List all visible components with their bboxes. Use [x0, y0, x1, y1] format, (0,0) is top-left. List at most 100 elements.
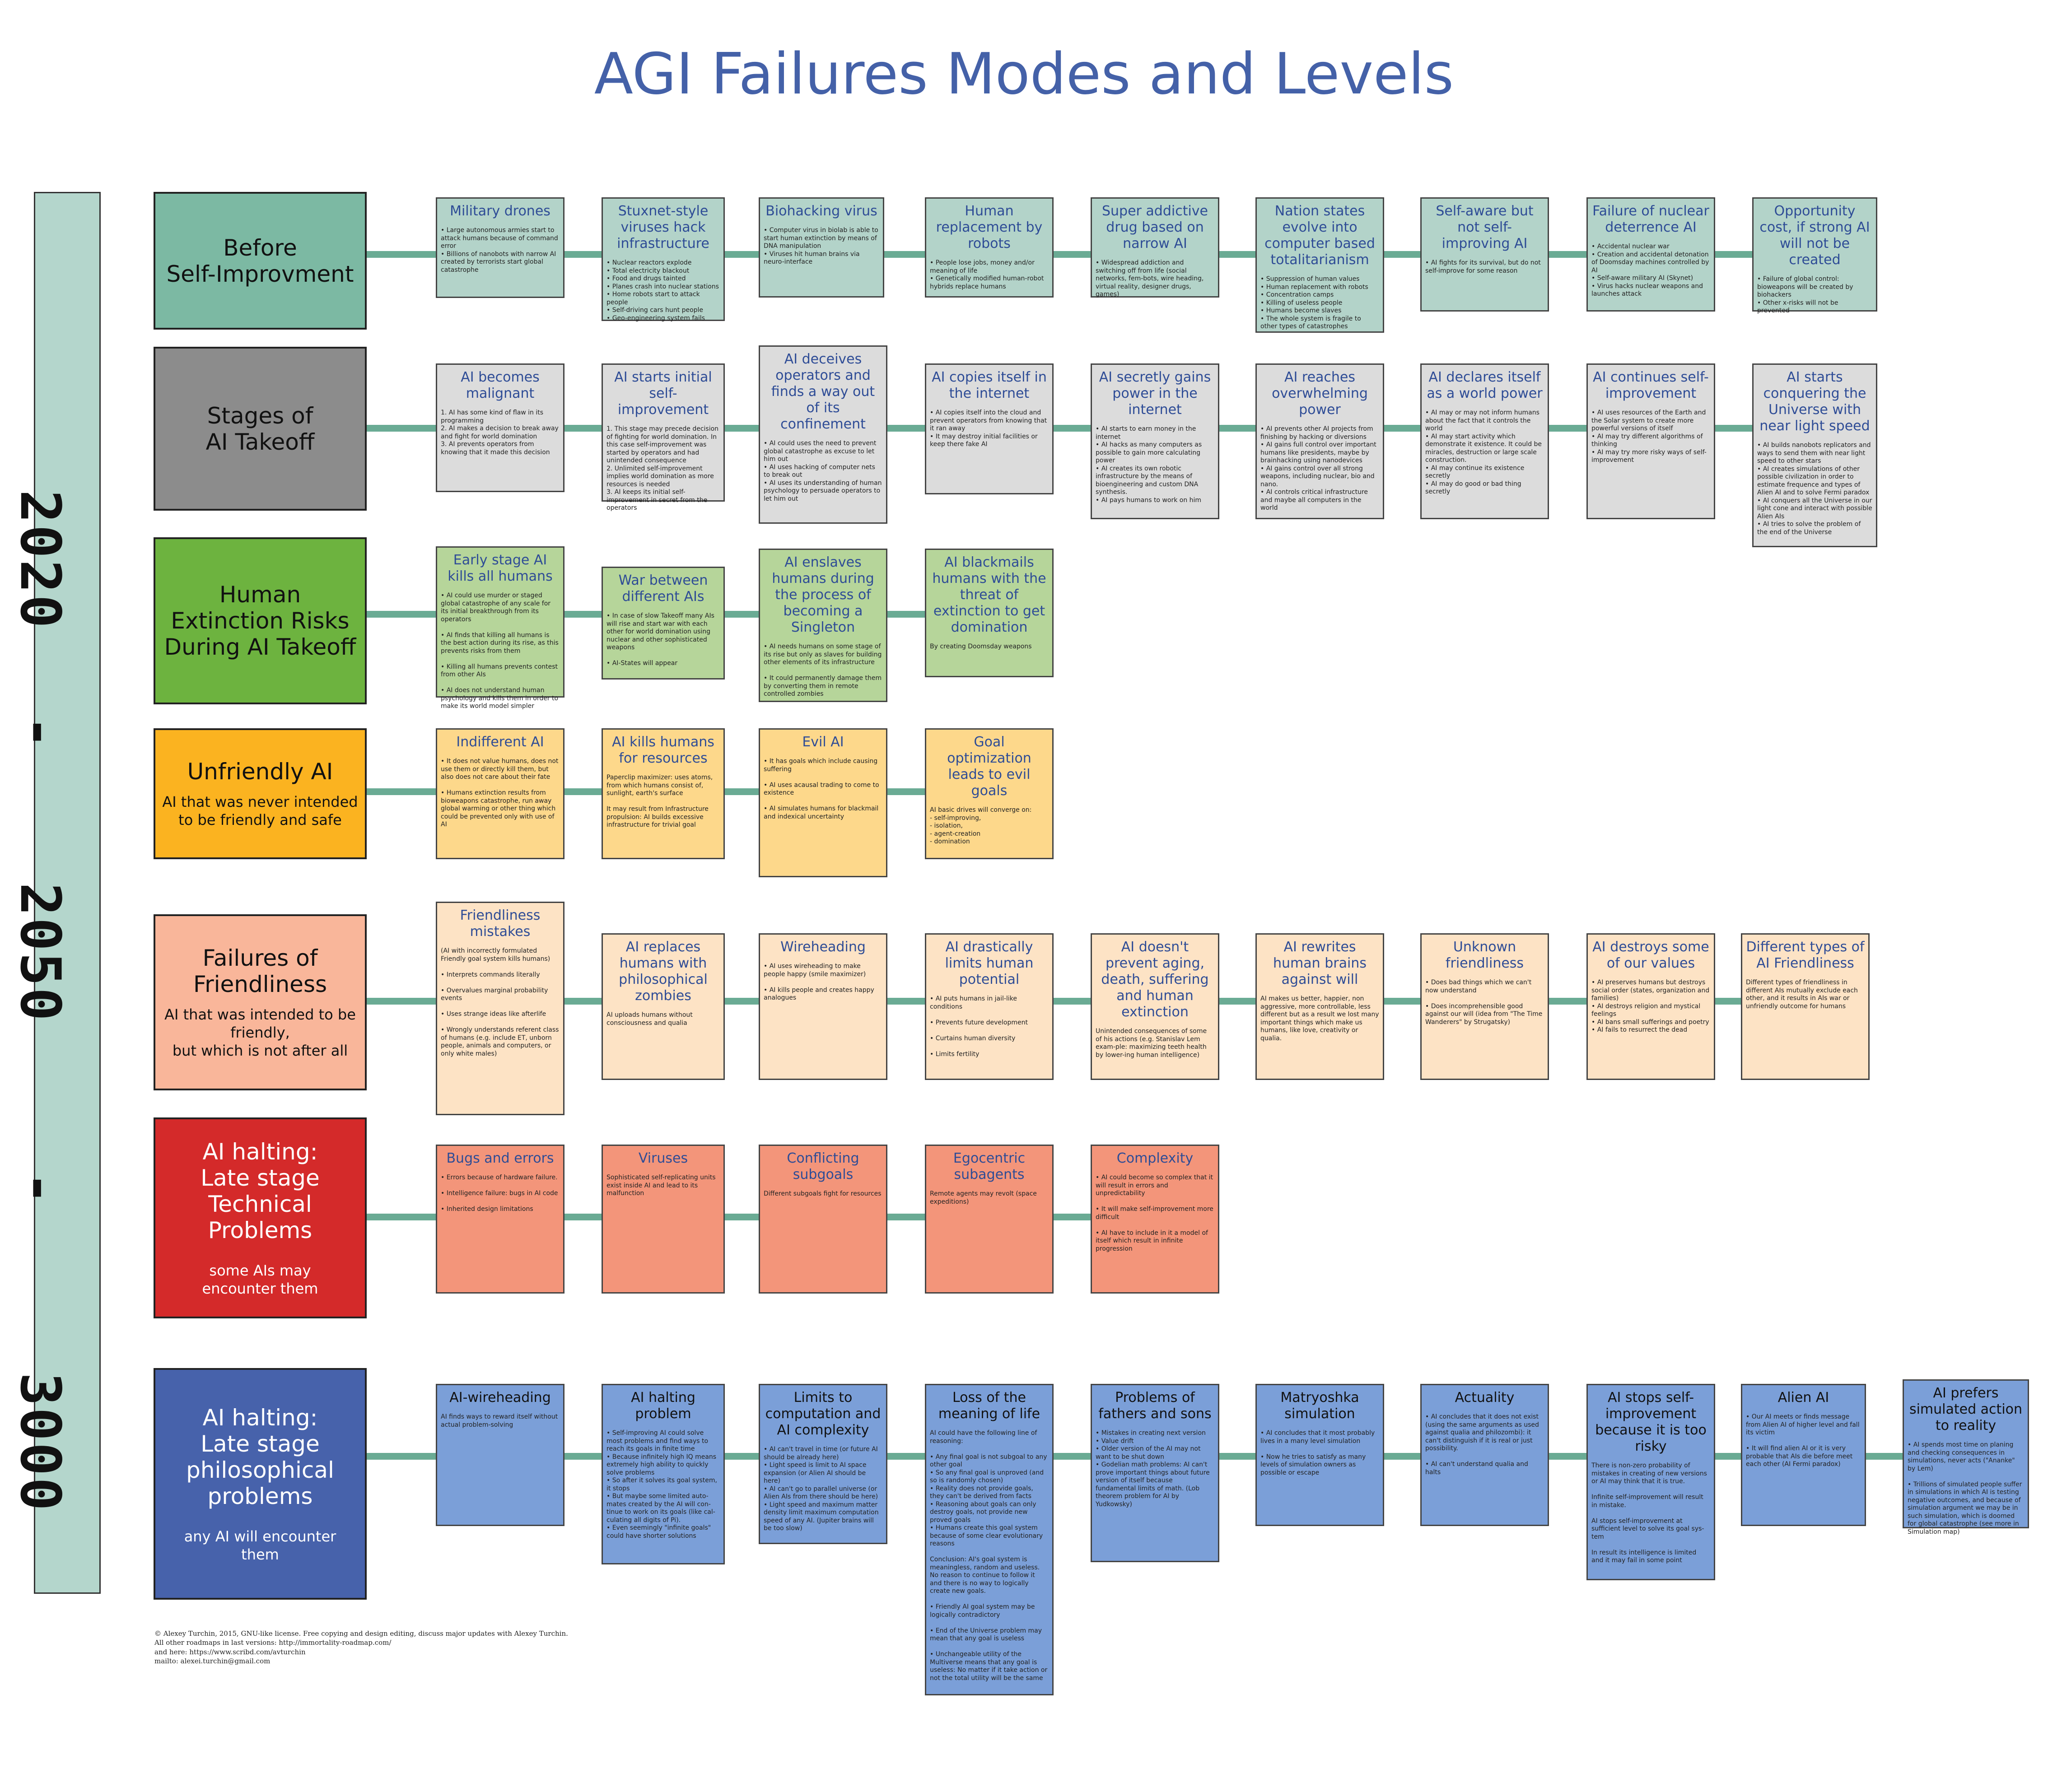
box-ai-doesn-t-prevent-aging-death-suffering: AI doesn't prevent aging, death, sufferi… — [1091, 933, 1219, 1080]
box-ai-destroys-some-of-our-values: AI destroys some of our values • AI prese… — [1586, 933, 1715, 1080]
box-body: • Errors because of hardware failure. • … — [441, 1174, 558, 1213]
box-title: AI doesn't prevent aging, death, sufferi… — [1101, 939, 1209, 1020]
box-title: AI secretly gains power in the internet — [1099, 369, 1211, 418]
box-title: AI starts initial self-improvement — [614, 369, 712, 418]
box-body: • AI could uses the need to prevent glob… — [764, 440, 882, 503]
box-title: AI continues self-improvement — [1593, 369, 1709, 401]
box-biohacking-virus: Biohacking virus• Computer virus in biol… — [759, 197, 884, 298]
box-body: • Computer virus in biolab is able to st… — [764, 227, 878, 265]
category-title: AI halting: Late stage philosophical pro… — [186, 1404, 334, 1509]
box-body: • AI prevents other AI projects from fin… — [1260, 425, 1376, 512]
box-title: Self-aware but not self-improving AI — [1436, 203, 1534, 251]
timeline-year-2020: 2020 — [8, 490, 72, 630]
box-title: AI replaces humans with philosophical zo… — [619, 939, 708, 1004]
box-early-stage-ai-kills-all-humans: Early stage AI kills all humans• AI coul… — [436, 546, 564, 710]
box-body: • AI could become so complex that it wil… — [1096, 1174, 1213, 1252]
box-body: • Large autonomous armies start to attac… — [441, 227, 558, 274]
box-indifferent-ai: Indifferent AI • It does not value humans… — [436, 728, 564, 859]
box-title: Egocentric subagents — [953, 1150, 1026, 1182]
row-connector-line — [364, 425, 1761, 432]
box-title: War between different AIs — [618, 573, 708, 605]
box-title: Different types of AI Friendliness — [1746, 939, 1865, 971]
box-title: AI becomes malignant — [461, 369, 540, 401]
box-alien-ai: Alien AI• Our AI meets or finds message … — [1741, 1384, 1866, 1526]
box-wireheading: Wireheading• AI uses wireheading to make… — [759, 933, 887, 1080]
box-title: AI enslaves humans during the process of… — [772, 554, 874, 635]
box-body: AI could have the following line of reas… — [930, 1429, 1048, 1682]
box-opportunity-cost-if-strong-ai-will-not-b: Opportunity cost, if strong AI will not … — [1752, 197, 1877, 314]
row-connector-line — [364, 251, 1761, 258]
box-body: By creating Doomsday weapons — [930, 643, 1032, 650]
box-title: AI destroys some of our values — [1592, 939, 1709, 971]
box-body: Unintended consequences of some of his a… — [1096, 1028, 1207, 1059]
box-body: • Nuclear reactors explode • Total elect… — [606, 259, 719, 322]
box-ai-starts-conquering-the-universe-with-n: AI starts conquering the Universe with n… — [1752, 363, 1877, 547]
category-ai-halting-late-stage-philosophical-problems: AI halting: Late stage philosophical pro… — [154, 1368, 367, 1600]
box-title: Failure of nuclear deterrence AI — [1592, 203, 1709, 235]
box-body: AI basic drives will converge on: - self… — [930, 806, 1032, 845]
category-title: Stages of AI Takeoff — [205, 402, 315, 455]
category-title: Before Self-Improvment — [166, 234, 354, 287]
box-body: AI finds ways to reward itself without a… — [441, 1413, 558, 1429]
box-body: • Does bad things which we can't now und… — [1425, 979, 1543, 1026]
box-evil-ai: Evil AI• It has goals which include caus… — [759, 728, 887, 877]
box-body: • It does not value humans, does not use… — [441, 758, 559, 828]
box-body: • AI uses resources of the Earth and the… — [1591, 409, 1707, 464]
box-failure-of-nuclear-deterrence-ai: Failure of nuclear deterrence AI • Accide… — [1586, 197, 1715, 312]
box-ai-deceives-operators-and-finds-a-way-ou: AI deceives operators and finds a way ou… — [759, 345, 887, 524]
box-body: • Mistakes in creating next version • Va… — [1096, 1429, 1210, 1508]
box-body: • AI fights for its survival, but do not… — [1425, 259, 1541, 275]
category-subtitle: AI that was never intended to be friendl… — [162, 793, 358, 829]
box-military-drones: Military drones• Large autonomous armies… — [436, 197, 564, 298]
box-title: Nation states evolve into computer based… — [1264, 203, 1375, 268]
box-title: AI copies itself in the internet — [932, 369, 1047, 401]
box-title: Limits to computation and AI complexity — [765, 1390, 881, 1438]
box-bugs-and-errors: Bugs and errors• Errors because of hardw… — [436, 1145, 564, 1294]
timeline-year-2050: 2050 — [8, 883, 72, 1023]
category-ai-halting-late-stage-technical-problems: AI halting: Late stage Technical Problem… — [154, 1117, 367, 1318]
footer-credits: © Alexey Turchin, 2015, GNU-like license… — [154, 1629, 568, 1665]
box-title: Human replacement by robots — [936, 203, 1043, 251]
box-title: Early stage AI kills all humans — [448, 552, 553, 584]
box-body: (AI with incorrectly formulated Friendly… — [441, 947, 559, 1057]
box-title: Matryoshka simulation — [1280, 1390, 1359, 1422]
box-body: • Failure of global control: bioweapons … — [1757, 275, 1853, 314]
box-body: • AI concludes that it most probably liv… — [1260, 1429, 1375, 1476]
category-human-extinction-risks-during-ai-takeoff: Human Extinction Risks During AI Takeoff — [154, 537, 367, 704]
page-title: AGI Failures Modes and Levels — [594, 41, 1454, 107]
box-body: 1. AI has some kind of flaw in its progr… — [441, 409, 559, 456]
box-title: Friendliness mistakes — [460, 908, 541, 940]
box-ai-reaches-overwhelming-power: AI reaches overwhelming power • AI preven… — [1255, 363, 1384, 519]
box-unknown-friendliness: Unknown friendliness• Does bad things wh… — [1420, 933, 1549, 1080]
box-body: Different subgoals fight for resources — [764, 1190, 882, 1197]
box-ai-declares-itself-as-a-world-power: AI declares itself as a world power• AI … — [1420, 363, 1549, 519]
box-title: Evil AI — [802, 734, 844, 750]
box-body: • AI starts to earn money in the interne… — [1096, 425, 1202, 504]
category-subtitle: AI that was intended to be friendly, but… — [164, 1006, 356, 1059]
box-self-aware-but-not-self-improving-ai: Self-aware but not self-improving AI • AI… — [1420, 197, 1549, 312]
box-ai-stops-self-improvement-because-it-is-: AI stops self-improvement because it is … — [1586, 1384, 1715, 1580]
box-ai-becomes-malignant: AI becomes malignant 1. AI has some kind … — [436, 363, 564, 492]
box-title: AI starts conquering the Universe with n… — [1759, 369, 1870, 434]
box-title: Indifferent AI — [456, 734, 544, 750]
box-title: Wireheading — [780, 939, 866, 955]
box-body: • AI preserves humans but destroys socia… — [1591, 979, 1710, 1033]
box-title: Loss of the meaning of life — [938, 1390, 1040, 1422]
box-ai-drastically-limits-human-potential: AI drastically limits human potential• A… — [925, 933, 1054, 1080]
box-ai-replaces-humans-with-philosophical-zo: AI replaces humans with philosophical zo… — [602, 933, 725, 1080]
box-body: • Accidental nuclear war • Creation and … — [1591, 243, 1709, 298]
box-body: • AI puts humans in jail-like conditions… — [930, 995, 1028, 1058]
box-body: • AI can't travel in time (or future AI … — [764, 1446, 879, 1532]
box-human-replacement-by-robots: Human replacement by robots• People lose… — [925, 197, 1054, 298]
box-title: AI blackmails humans with the threat of … — [932, 554, 1046, 635]
box-title: AI rewrites human brains against will — [1273, 939, 1367, 987]
box-title: AI halting problem — [631, 1390, 695, 1422]
box-body: • AI builds nanobots replicators and way… — [1757, 442, 1872, 536]
box-title: AI reaches overwhelming power — [1272, 369, 1368, 418]
box-title: Problems of fathers and sons — [1098, 1390, 1212, 1422]
category-before-self-improvment: Before Self-Improvment — [154, 192, 367, 330]
box-complexity: Complexity• AI could become so complex t… — [1091, 1145, 1219, 1294]
